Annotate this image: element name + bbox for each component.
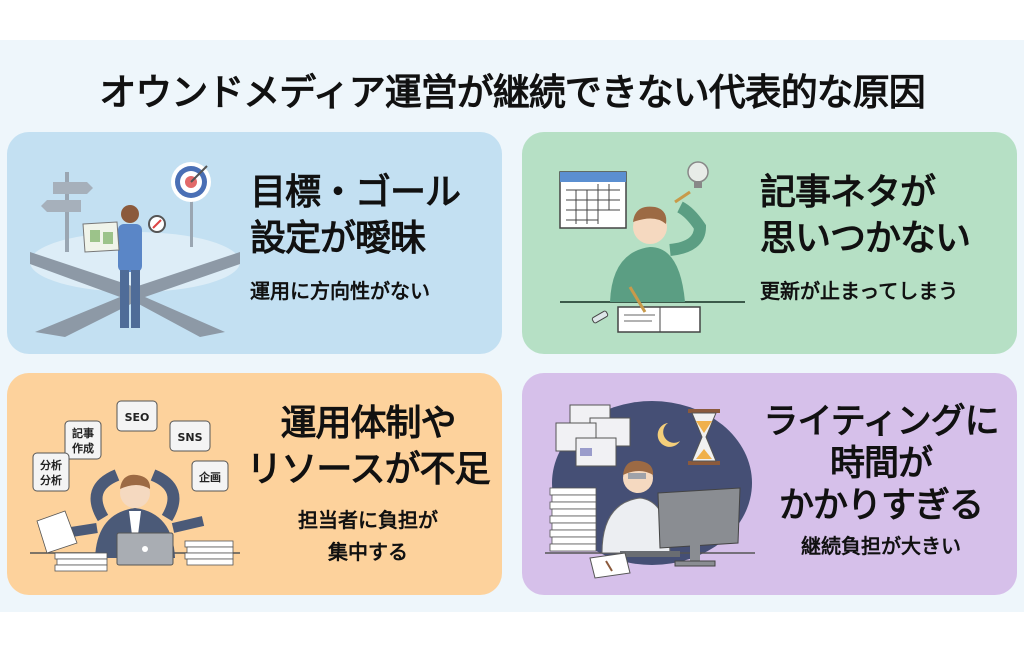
svg-text:作成: 作成 xyxy=(72,441,94,455)
computer-monitor-icon xyxy=(620,487,741,567)
card-heading-line-1: ライティングに xyxy=(763,402,999,442)
cause-card-resource-shortage: 記事 作成 SEO SNS 分析 分析 企画 運用体制や リソースが不足 担当者… xyxy=(7,373,502,595)
hourglass-icon xyxy=(688,409,720,465)
moon-icon xyxy=(657,423,680,447)
task-bubble-kikaku xyxy=(191,460,229,492)
paper-stack-icon xyxy=(549,487,597,552)
paper-stacks-icon xyxy=(36,510,234,572)
card-heading-line-2: 設定が曖昧 xyxy=(250,218,426,259)
card-heading-line-1: 目標・ゴール xyxy=(250,172,461,213)
eraser-icon xyxy=(591,310,609,324)
overworked-writer-illustration xyxy=(540,393,760,583)
lightbulb-icon xyxy=(687,161,709,188)
svg-text:SNS: SNS xyxy=(177,431,202,444)
writer-block-illustration xyxy=(540,152,760,342)
card-subtext: 更新が止まってしまう xyxy=(760,279,959,303)
task-bubble-seo xyxy=(116,400,158,432)
card-subtext: 継続負担が大きい xyxy=(801,534,961,558)
notebook-icon xyxy=(617,306,701,333)
task-bubble-kiji-sakusei xyxy=(64,420,102,460)
card-heading-line-1: 記事ネタが xyxy=(760,172,936,213)
svg-text:分析: 分析 xyxy=(40,473,62,487)
cause-card-writing-takes-long: ライティングに 時間が かかりすぎる 継続負担が大きい xyxy=(522,373,1017,595)
browser-windows-icon xyxy=(555,404,631,467)
thinking-person-icon xyxy=(610,190,707,302)
card-subtext: 運用に方向性がない xyxy=(250,279,430,303)
overwhelmed-worker-illustration: 記事 作成 SEO SNS 分析 分析 企画 xyxy=(25,393,245,583)
page-title: オウンドメディア運営が継続できない代表的な原因 xyxy=(99,71,925,114)
card-heading-line-1: 運用体制や xyxy=(280,403,456,444)
crossroads-illustration xyxy=(25,152,245,342)
signpost-icon xyxy=(41,172,93,252)
card-heading-line-2: 思いつかない xyxy=(760,218,971,259)
calendar-icon xyxy=(559,171,627,229)
cause-card-unclear-goals: 目標・ゴール 設定が曖昧 運用に方向性がない xyxy=(7,132,502,354)
cause-card-no-article-ideas: 記事ネタが 思いつかない 更新が止まってしまう xyxy=(522,132,1017,354)
svg-text:分析: 分析 xyxy=(40,458,62,472)
card-subtext-line-1: 担当者に負担が xyxy=(298,508,438,532)
svg-text:記事: 記事 xyxy=(72,426,94,440)
task-bubble-bunseki xyxy=(32,452,70,492)
card-subtext-line-2: 集中する xyxy=(328,540,408,564)
svg-text:SEO: SEO xyxy=(125,411,150,424)
svg-text:企画: 企画 xyxy=(198,470,221,484)
card-heading-line-2: リソースが不足 xyxy=(246,449,490,490)
task-bubble-sns xyxy=(169,420,211,452)
target-icon xyxy=(171,162,211,247)
card-heading-line-3: かかりすぎる xyxy=(778,486,984,526)
person-with-map-icon xyxy=(82,205,166,328)
card-heading-line-2: 時間が xyxy=(829,444,933,484)
tired-person-icon xyxy=(601,460,671,554)
